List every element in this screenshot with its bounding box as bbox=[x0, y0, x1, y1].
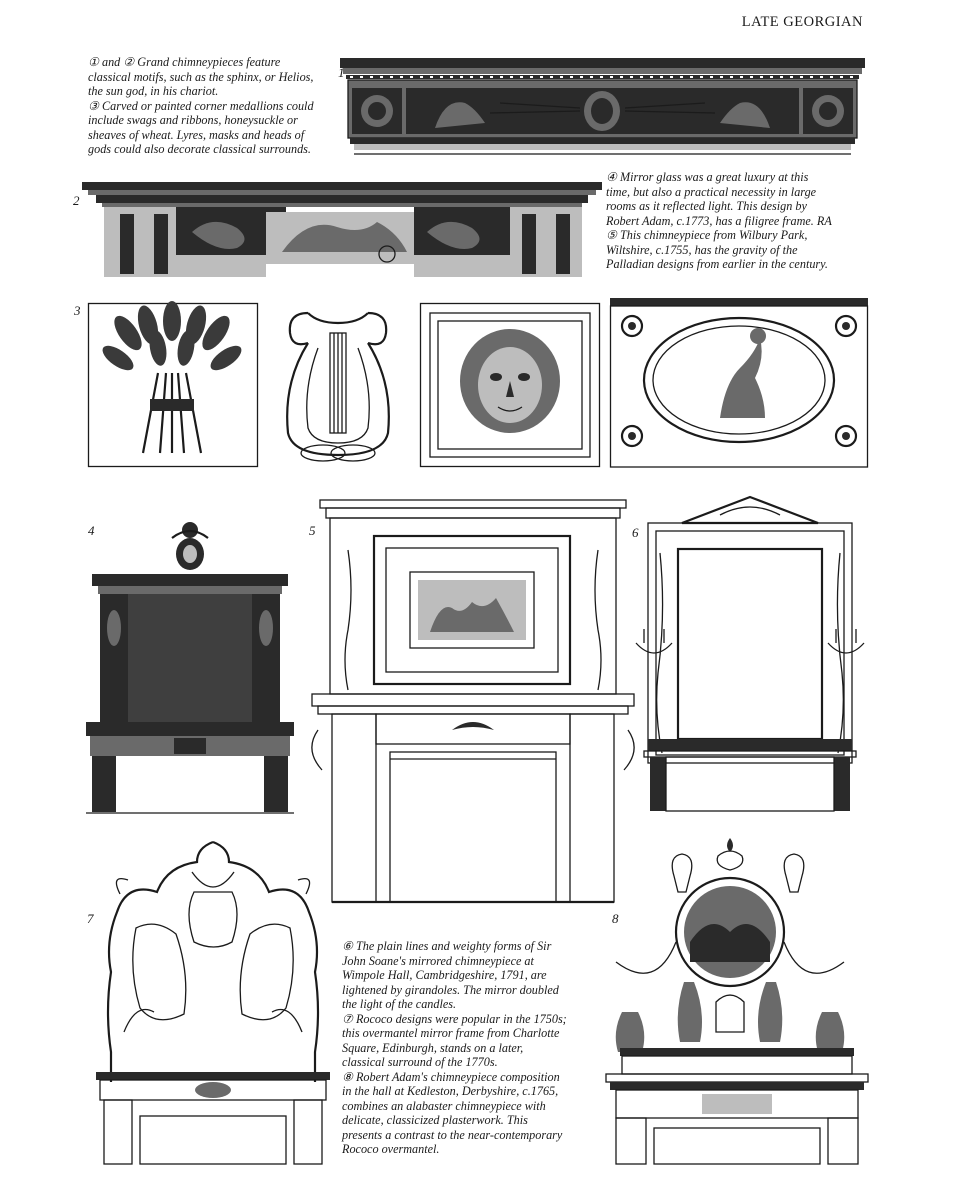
caption-line: ⑦ Rococo designs were popular in the 175… bbox=[342, 1011, 567, 1026]
figure-3-mask-medallion bbox=[419, 302, 601, 468]
figure-7-rococo-overmantel bbox=[96, 840, 330, 1165]
caption-line: Palladian designs from earlier in the ce… bbox=[606, 257, 828, 271]
caption-line: ⑥ The plain lines and weighty forms of S… bbox=[342, 939, 552, 953]
figure-8-kedleston-chimneypiece bbox=[605, 838, 869, 1165]
caption-line: Rococo overmantel. bbox=[342, 1142, 440, 1156]
caption-line: Wiltshire, c.1755, has the gravity of th… bbox=[606, 242, 798, 257]
caption-line: Wimpole Hall, Cambridgeshire, 1791, are bbox=[342, 968, 547, 982]
figure-number-6: 6 bbox=[632, 525, 639, 540]
figure-3-oval-medallion-panel bbox=[609, 298, 869, 468]
figure-3-wheat-sheaf-medallion bbox=[87, 301, 259, 468]
caption-line: in the hall at Kedleston, Derbyshire, c.… bbox=[342, 1084, 559, 1098]
figure-3-lyre-medallion bbox=[286, 311, 390, 462]
caption-line: lightened by girandoles. The mirror doub… bbox=[342, 982, 559, 997]
caption-line: combines an alabaster chimneypiece with bbox=[342, 1098, 546, 1113]
caption-line: sheaves of wheat. Lyres, masks and heads… bbox=[88, 127, 305, 142]
figure-number-5: 5 bbox=[309, 523, 316, 538]
figure-number-1: 1 bbox=[338, 65, 345, 80]
caption-line: this overmantel mirror frame from Charlo… bbox=[342, 1026, 560, 1040]
caption-line: presents a contrast to the near-contempo… bbox=[342, 1127, 563, 1142]
caption-line: Robert Adam, c.1773, has a filigree fram… bbox=[606, 213, 832, 228]
caption-line: ③ Carved or painted corner medallions co… bbox=[88, 98, 314, 113]
figure-4-adam-mirror bbox=[86, 522, 294, 814]
figure-number-4: 4 bbox=[88, 523, 95, 538]
caption-figures-1-3: ① and ② Grand chimneypieces feature clas… bbox=[88, 55, 338, 157]
figure-number-3: 3 bbox=[74, 303, 81, 318]
caption-line: the sun god, in his chariot. bbox=[88, 84, 219, 98]
caption-line: time, but also a practical necessity in … bbox=[606, 184, 817, 199]
caption-line: classical surround of the 1770s. bbox=[342, 1055, 498, 1069]
caption-line: rooms as it reflected light. This design… bbox=[606, 199, 807, 213]
figure-number-8: 8 bbox=[612, 911, 619, 926]
caption-figures-4-5: ④ Mirror glass was a great luxury at thi… bbox=[606, 170, 866, 272]
caption-figures-6-8: ⑥ The plain lines and weighty forms of S… bbox=[342, 939, 602, 1157]
caption-line: ⑧ Robert Adam's chimneypiece composition bbox=[342, 1069, 560, 1084]
caption-line: ⑤ This chimneypiece from Wilbury Park, bbox=[606, 228, 808, 242]
figure-5-wilbury-chimneypiece bbox=[311, 499, 635, 904]
figure-number-2: 2 bbox=[73, 193, 80, 208]
caption-line: gods could also decorate classical surro… bbox=[88, 142, 311, 156]
caption-line: delicate, classicized plasterwork. This bbox=[342, 1113, 528, 1127]
caption-line: the light of the candles. bbox=[342, 997, 457, 1011]
page-header: LATE GEORGIAN bbox=[741, 14, 863, 30]
caption-line: include swags and ribbons, honeysuckle o… bbox=[88, 113, 298, 127]
caption-line: John Soane's mirrored chimneypiece at bbox=[342, 953, 534, 968]
figure-1-sphinx-frieze bbox=[340, 58, 865, 155]
figure-6-soane-mirror-chimneypiece bbox=[635, 495, 865, 812]
figure-number-7: 7 bbox=[87, 911, 94, 926]
figure-2-helios-chariot-frieze bbox=[82, 182, 602, 277]
caption-line: ④ Mirror glass was a great luxury at thi… bbox=[606, 170, 809, 184]
caption-line: ① and ② Grand chimneypieces feature bbox=[88, 55, 281, 69]
caption-line: classical motifs, such as the sphinx, or… bbox=[88, 69, 314, 84]
caption-line: Square, Edinburgh, stands on a later, bbox=[342, 1040, 524, 1055]
